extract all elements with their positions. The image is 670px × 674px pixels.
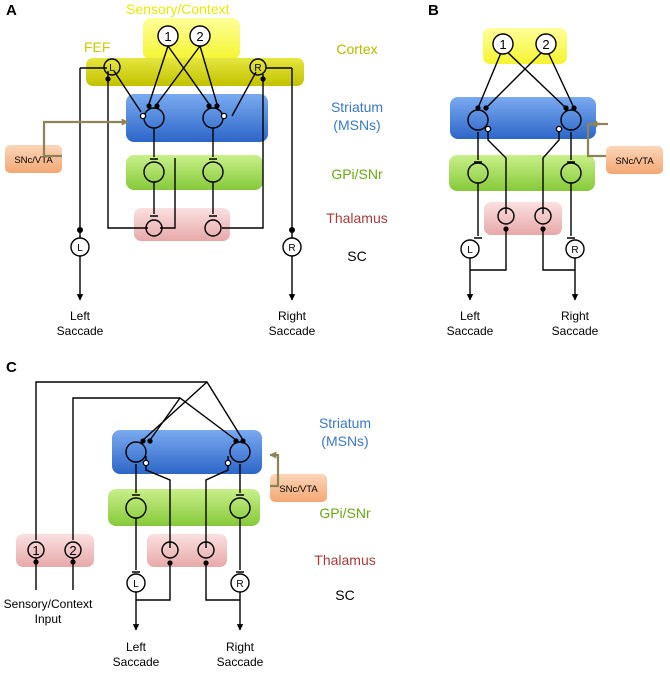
thal-left-b bbox=[497, 207, 515, 225]
sensory-num-1-b: 1 bbox=[499, 37, 506, 52]
thal-left-a bbox=[145, 219, 163, 237]
panel-letter-c: C bbox=[6, 359, 17, 376]
msns-label-a: (MSNs) bbox=[333, 117, 380, 133]
gpi-box-c bbox=[108, 489, 260, 526]
right-saccade-label-b: Saccade bbox=[552, 324, 599, 338]
right-saccade-label-c: Saccade bbox=[217, 655, 264, 669]
sc-r-label-a: R bbox=[288, 243, 295, 254]
gpi-box-b bbox=[449, 155, 595, 191]
fef-r-label: R bbox=[254, 63, 261, 74]
sc-label-c: SC bbox=[335, 587, 354, 603]
input-label-1-c: Sensory/Context bbox=[4, 597, 93, 611]
striatum-label-c: Striatum bbox=[319, 415, 371, 431]
snc-vta-label-c: SNc/VTA bbox=[279, 484, 318, 495]
thalamus-label-c: Thalamus bbox=[314, 552, 375, 568]
left-label-b: Left bbox=[460, 309, 481, 323]
right-label-a: Right bbox=[278, 309, 307, 323]
sc-r-label-b: R bbox=[571, 245, 578, 256]
neurons-b bbox=[460, 33, 585, 259]
sc-r-label-c: R bbox=[236, 579, 243, 590]
sensory-num-2-a: 2 bbox=[196, 29, 203, 44]
snc-vta-box-c bbox=[270, 474, 327, 502]
input-label-2-c: Input bbox=[35, 612, 62, 626]
sc-l-label-a: L bbox=[77, 243, 83, 254]
gpi-left-a bbox=[143, 161, 165, 183]
fef-node-r bbox=[249, 58, 267, 76]
panel-b: B SNc/VTA bbox=[428, 2, 663, 338]
gpi-right-c bbox=[229, 497, 251, 519]
left-saccade-label-c: Saccade bbox=[113, 655, 160, 669]
snc-vta-box-a bbox=[5, 145, 62, 173]
sensory-node-2-a bbox=[189, 25, 211, 47]
fef-label: FEF bbox=[84, 39, 110, 55]
gpi-right-a bbox=[202, 161, 224, 183]
sc-label-a: SC bbox=[347, 248, 366, 264]
synapses-a bbox=[77, 76, 295, 233]
thal-right-b bbox=[534, 207, 552, 225]
sc-l-label-c: L bbox=[133, 579, 139, 590]
synapses-b bbox=[475, 105, 577, 232]
thal-right-c bbox=[197, 541, 215, 559]
left-label-a: Left bbox=[70, 309, 91, 323]
msns-label-c: (MSNs) bbox=[321, 433, 368, 449]
thal-right-a bbox=[204, 219, 222, 237]
snc-vta-label-a: SNc/VTA bbox=[14, 155, 53, 166]
left-saccade-label-b: Saccade bbox=[447, 324, 494, 338]
cortex-fef-box-a bbox=[86, 58, 304, 86]
gpi-snr-label-a: GPi/SNr bbox=[331, 166, 383, 182]
fef-l-label: L bbox=[109, 63, 115, 74]
sensory-node-1-a bbox=[157, 25, 179, 47]
thalamus-label-a: Thalamus bbox=[326, 210, 387, 226]
snc-vta-box-b bbox=[606, 146, 663, 174]
fef-node-l bbox=[103, 58, 121, 76]
sensory-node-1-b bbox=[492, 33, 514, 55]
right-label-c: Right bbox=[226, 640, 255, 654]
gpi-left-b bbox=[467, 162, 489, 184]
striatum-label-a: Striatum bbox=[331, 99, 383, 115]
sensory-node-2-b bbox=[535, 33, 557, 55]
sensory-num-1-a: 1 bbox=[164, 29, 171, 44]
gpi-left-c bbox=[125, 497, 147, 519]
left-saccade-label-a: Saccade bbox=[57, 324, 104, 338]
panel-letter-a: A bbox=[6, 2, 17, 19]
right-saccade-label-a: Saccade bbox=[269, 324, 316, 338]
input-node-1-c bbox=[27, 541, 45, 559]
msn-right-c bbox=[229, 441, 251, 463]
striatum-box-b bbox=[450, 97, 596, 139]
msn-left-c bbox=[125, 441, 147, 463]
msn-right-b bbox=[560, 109, 582, 131]
gpi-right-b bbox=[560, 162, 582, 184]
cortex-label: Cortex bbox=[336, 41, 377, 57]
panel-c: C SNc/VTA Striatum (MSNs) GPi/SNr Thalam… bbox=[4, 359, 376, 669]
left-label-c: Left bbox=[126, 640, 147, 654]
sc-node-l-a bbox=[70, 237, 90, 257]
snc-vta-label-b: SNc/VTA bbox=[615, 156, 654, 167]
synapses-c bbox=[33, 438, 246, 566]
sensory-num-2-b: 2 bbox=[542, 37, 549, 52]
thalamus-box-c bbox=[147, 534, 227, 567]
sc-node-l-c bbox=[126, 573, 146, 593]
neurons-c bbox=[27, 441, 251, 593]
input-node-2-c bbox=[64, 541, 82, 559]
sc-l-label-b: L bbox=[467, 245, 473, 256]
right-label-b: Right bbox=[561, 309, 590, 323]
thal-left-c bbox=[161, 541, 179, 559]
sc-node-r-a bbox=[282, 237, 302, 257]
sc-node-r-b bbox=[565, 239, 585, 259]
panel-letter-b: B bbox=[428, 2, 439, 19]
connections-b bbox=[466, 47, 608, 301]
input-num-2-c: 2 bbox=[69, 543, 76, 558]
gpi-box-a bbox=[126, 155, 263, 190]
sensory-context-label-a: Sensory/Context bbox=[126, 1, 230, 17]
input-num-1-c: 1 bbox=[32, 543, 39, 558]
sc-node-l-b bbox=[460, 239, 480, 259]
panel-a: A Sensory/Context FEF Cortex Striatum (M… bbox=[5, 1, 388, 338]
connections-a bbox=[42, 45, 296, 301]
gpi-snr-label-c: GPi/SNr bbox=[319, 505, 371, 521]
striatum-box-a bbox=[126, 94, 268, 142]
sc-node-r-c bbox=[230, 573, 250, 593]
